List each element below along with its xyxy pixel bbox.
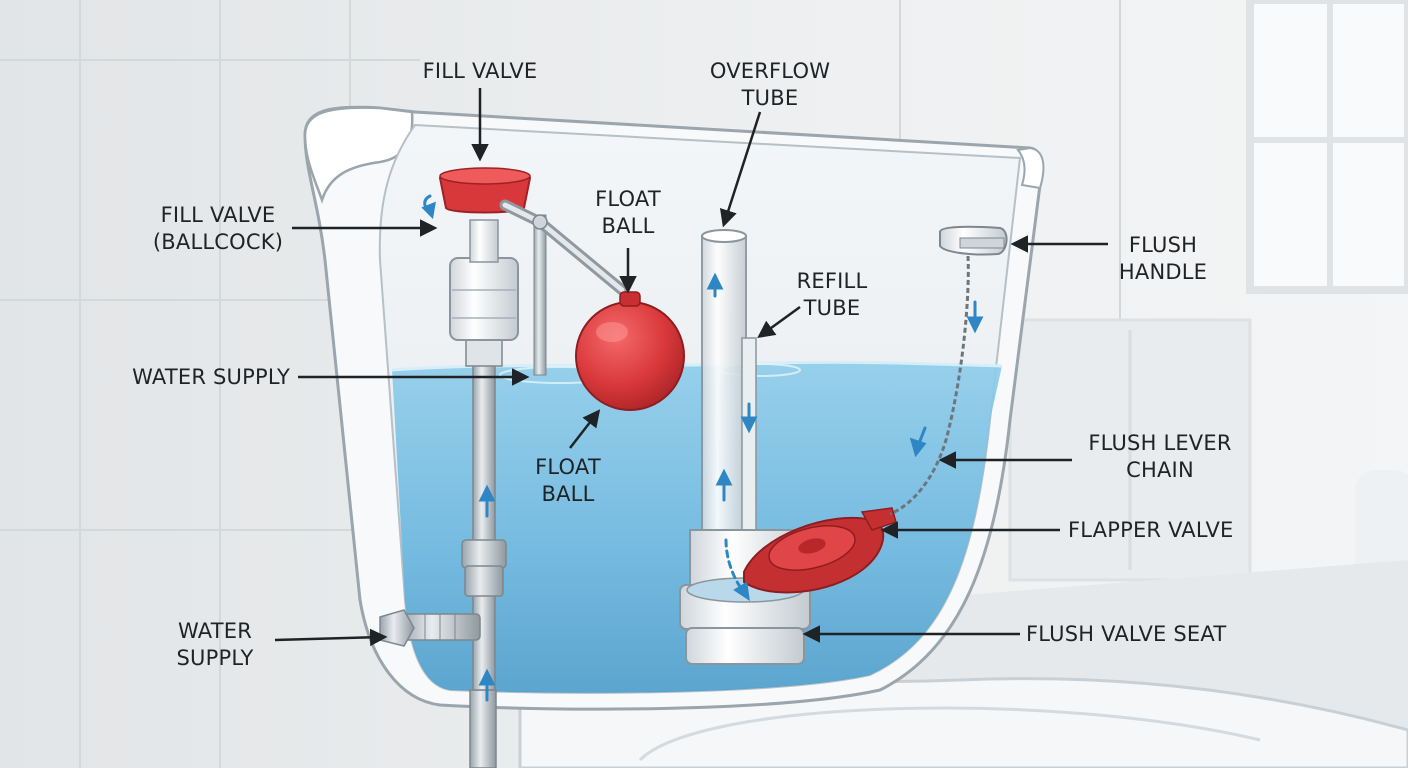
water-inlet-fitting	[379, 609, 481, 647]
flush-valve-seat	[679, 529, 811, 665]
flush-lever-chain	[889, 255, 970, 516]
label-float-ball-top: FLOAT BALL	[595, 187, 661, 238]
label-float-ball-bottom: FLOAT BALL	[535, 455, 601, 506]
leader-lines	[274, 88, 1108, 647]
leader-refill-tube	[757, 305, 801, 339]
label-overflow-tube: OVERFLOW TUBE	[709, 59, 831, 110]
tank-water	[392, 362, 1002, 693]
leader-water-supply-inlet	[274, 628, 388, 647]
refill-tube	[741, 337, 757, 539]
label-fill-valve-top: FILL VALVE	[422, 59, 538, 83]
flush-handle	[939, 225, 1008, 256]
label-water-supply-inlet: WATER SUPPLY	[176, 619, 254, 670]
leader-float-ball-bottom	[569, 409, 601, 449]
label-flush-lever-chain: FLUSH LEVER CHAIN	[1088, 431, 1232, 482]
flapper-valve	[743, 507, 897, 594]
label-flush-valve-seat: FLUSH VALVE SEAT	[1026, 622, 1227, 646]
fill-valve-assembly	[438, 167, 628, 691]
vanity-background	[1008, 318, 1408, 590]
label-refill-tube: REFILL TUBE	[796, 269, 868, 320]
supply-pipe-lower	[469, 689, 497, 768]
leader-overflow-tube	[719, 111, 762, 228]
wall-tiles	[0, 0, 1121, 768]
label-flush-handle: FLUSH HANDLE	[1118, 233, 1208, 284]
flow-arrows	[421, 194, 984, 702]
label-fill-valve-ballcock: FILL VALVE (BALLCOCK)	[152, 203, 284, 254]
label-flapper-valve: FLAPPER VALVE	[1068, 518, 1234, 542]
window-background	[1246, 0, 1408, 294]
label-water-supply-level: WATER SUPPLY	[132, 365, 290, 389]
float-ball	[575, 291, 685, 411]
